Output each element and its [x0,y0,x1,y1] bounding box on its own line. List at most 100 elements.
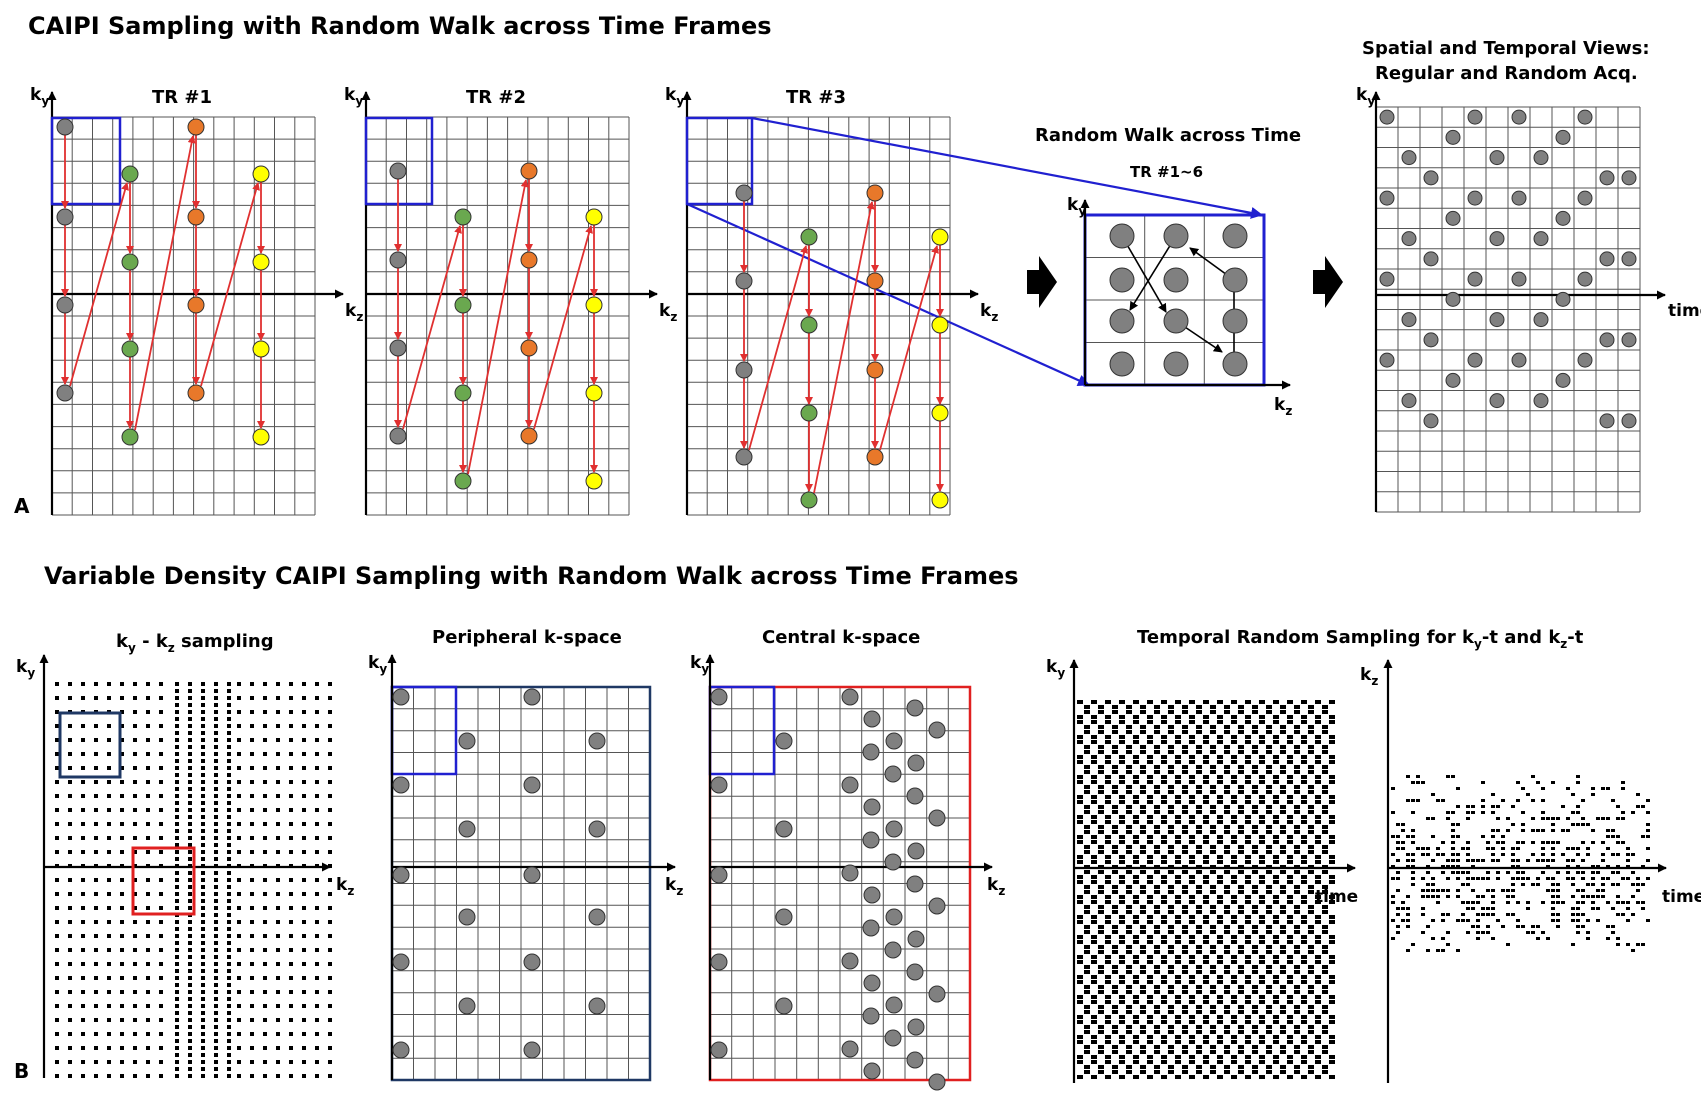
spatial-sample-dot [1577,271,1593,287]
sample-dot [866,448,884,466]
walk-sample-dot [1109,308,1135,334]
spatial-sample-dot [1599,413,1615,429]
sample-dot [389,339,407,357]
peripheral-sample-dot [392,866,410,884]
sample-dot [454,208,472,226]
central-sample-dot [841,688,859,706]
peripheral-sample-dot [523,688,541,706]
tr3-label: TR #3 [786,87,846,108]
spatial-sample-dot [1555,129,1571,145]
sample-dot [121,165,139,183]
central-sample-dot [885,996,903,1014]
tr3-grid [686,116,951,516]
walk-sample-dot [1222,223,1248,249]
sample-dot [56,296,74,314]
spatial-sample-dot [1621,413,1637,429]
spatial-temporal-ky-label: ky [1356,85,1375,108]
spatial-temporal-grid [1375,106,1641,513]
spatial-sample-dot [1555,291,1571,307]
spatial-sample-dot [1621,332,1637,348]
zoom-line-top [751,116,1263,219]
peripheral-sample-dot [588,997,606,1015]
sample-dot [866,272,884,290]
sample-dot [866,361,884,379]
temporal-title: Temporal Random Sampling for ky-t and kz… [1137,627,1584,651]
sample-dot [800,491,818,509]
central-sample-dot [841,864,859,882]
central-sample-dot [710,1041,728,1059]
ky-t-ky-label: ky [1046,657,1065,680]
central-sample-dot [906,1051,924,1069]
spatial-sample-dot [1489,231,1505,247]
sample-dot [56,208,74,226]
tr1-kz-label: kz [345,301,363,324]
spatial-sample-dot [1401,312,1417,328]
central-sample-dot [884,853,902,871]
central-sample-dot [775,732,793,750]
central-sample-dot [885,908,903,926]
peripheral-sample-dot [392,688,410,706]
sample-dot [735,272,753,290]
spatial-sample-dot [1379,190,1395,206]
spatial-sample-dot [1445,129,1461,145]
sample-dot [389,251,407,269]
walk-sample-dot [1163,351,1189,377]
spatial-sample-dot [1379,109,1395,125]
sample-dot [187,296,205,314]
sample-dot [389,427,407,445]
sample-dot [585,472,603,490]
kykz-sample-dots [55,682,332,1078]
tr1-ky-label: ky [30,85,49,108]
sample-dot [454,384,472,402]
panel-letter-b: B [14,1059,29,1083]
sample-dot [585,296,603,314]
right-arrow-icon [1313,256,1343,308]
ky-t-sample-pattern [1077,700,1335,1079]
spatial-sample-dot [1577,109,1593,125]
sample-dot [520,162,538,180]
central-title: Central k-space [762,627,920,648]
red-jump-arrow [134,135,196,431]
central-sample-dot [907,842,925,860]
central-sample-dot [862,831,880,849]
walk-sample-dot [1163,223,1189,249]
central-sample-dot [906,787,924,805]
spatial-sample-dot [1467,271,1483,287]
peripheral-sample-dot [458,820,476,838]
sample-dot [187,208,205,226]
sample-dot [931,316,949,334]
walk-sample-dot [1222,267,1248,293]
spatial-sample-dot [1423,332,1439,348]
kykz-central-box [131,846,196,916]
sample-dot [866,184,884,202]
random-walk-ky-label: ky [1067,195,1086,218]
central-sample-dot [841,952,859,970]
spatial-sample-dot [1467,352,1483,368]
right-arrow-icon [1027,256,1057,308]
peripheral-sample-dot [392,1041,410,1059]
tr2-ky-label: ky [344,85,363,108]
sample-dot [520,427,538,445]
peripheral-sample-dot [523,1041,541,1059]
central-sample-dot [884,1029,902,1047]
spatial-sample-dot [1467,109,1483,125]
central-sample-dot [928,809,946,827]
sample-dot [800,316,818,334]
walk-sample-dot [1163,267,1189,293]
sample-dot [121,428,139,446]
central-sample-dot [884,941,902,959]
sample-dot [931,404,949,422]
central-sample-dot [841,776,859,794]
panel-letter-a: A [14,494,30,518]
title-panel-b: Variable Density CAIPI Sampling with Ran… [44,562,1019,590]
spatial-sample-dot [1533,150,1549,166]
tr2-label: TR #2 [466,87,526,108]
sample-dot [56,118,74,136]
tr1-label: TR #1 [152,87,212,108]
sample-dot [252,165,270,183]
central-sample-dot [775,908,793,926]
central-sample-dot [906,963,924,981]
red-jump-arrow [467,179,529,475]
kykz-ky-label: ky [16,657,35,680]
spatial-sample-dot [1533,231,1549,247]
